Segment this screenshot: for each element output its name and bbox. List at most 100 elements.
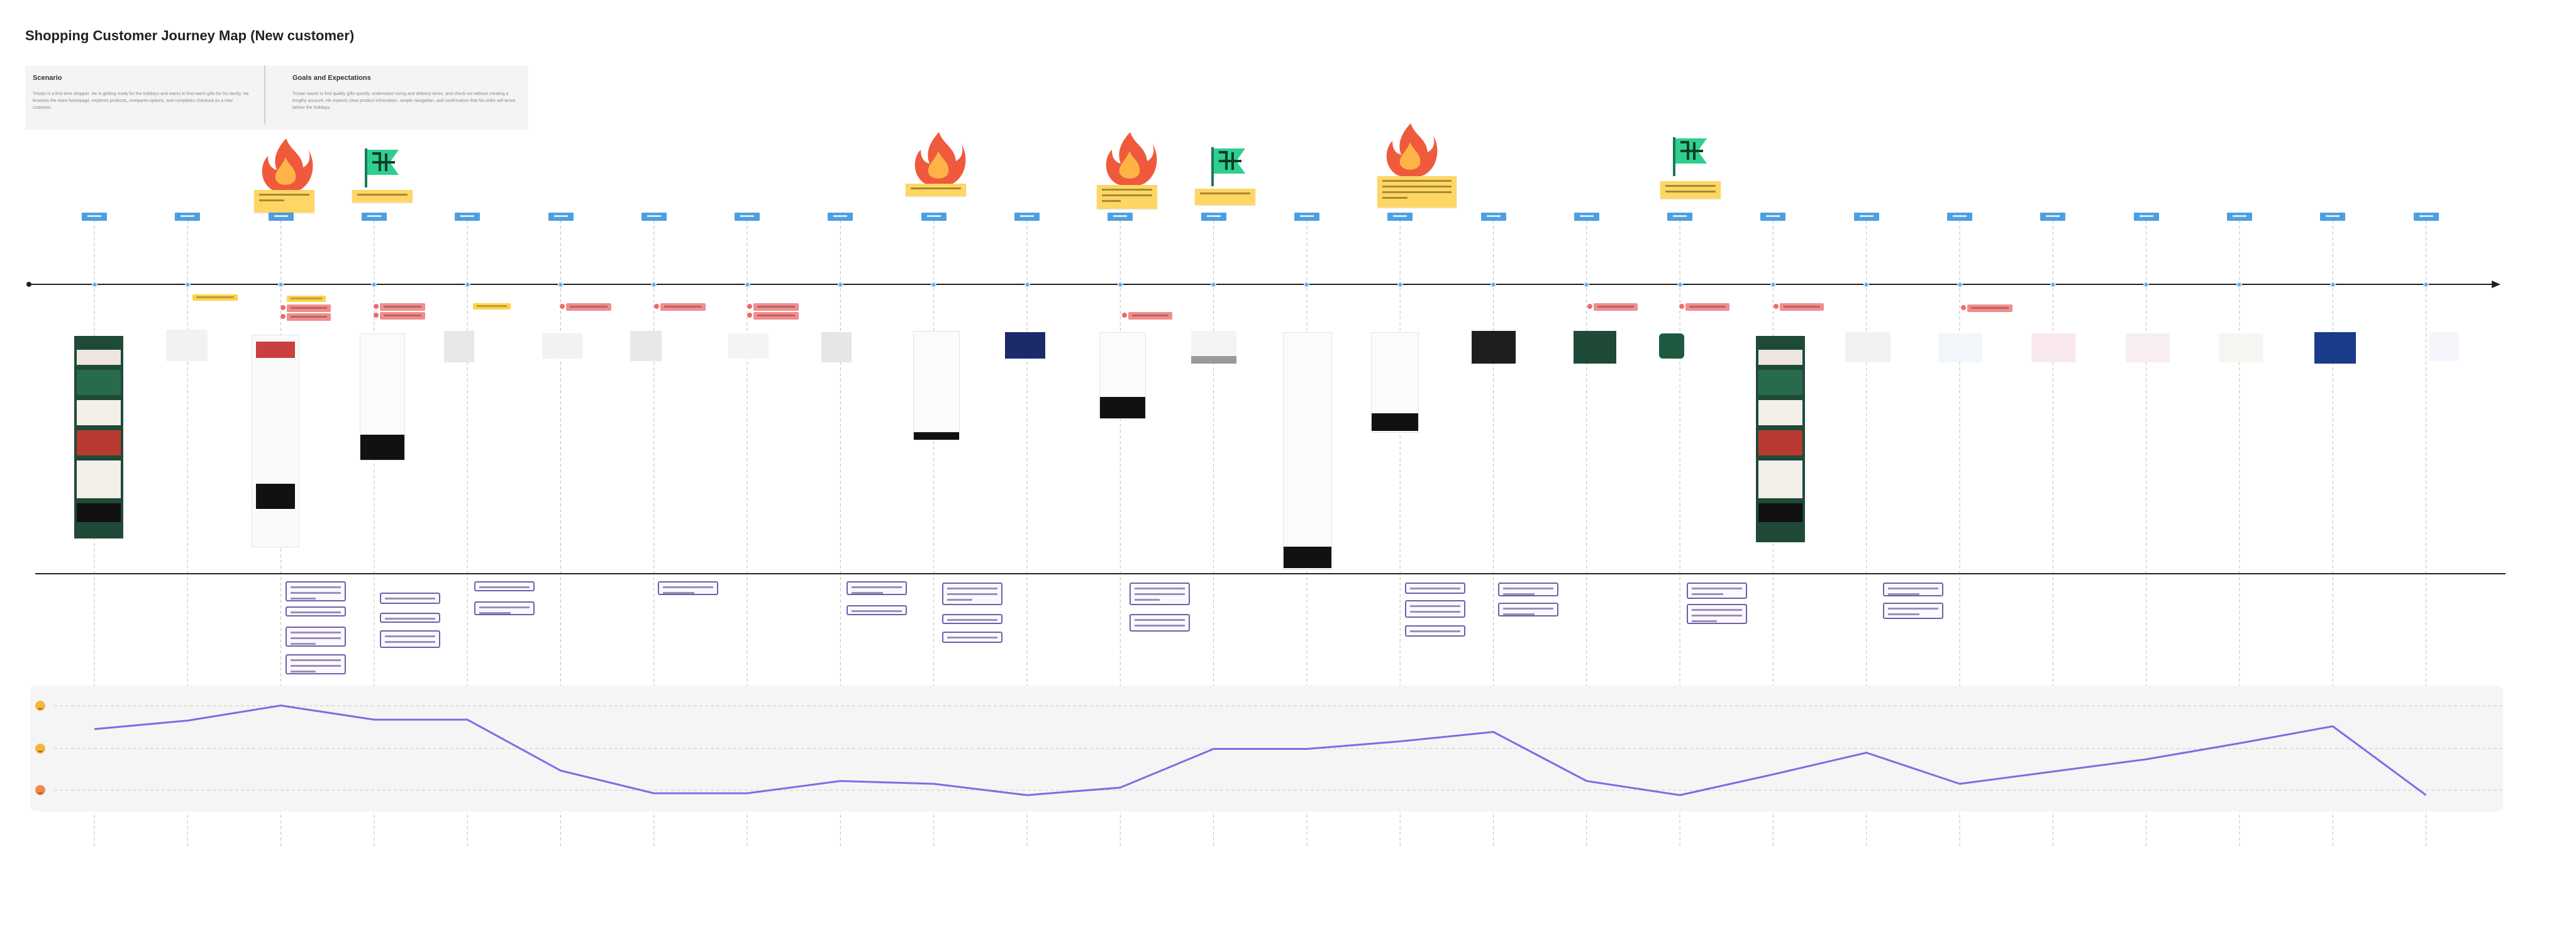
stage-chip[interactable] bbox=[735, 213, 760, 221]
timeline-pin[interactable] bbox=[651, 281, 657, 287]
timeline-pin[interactable] bbox=[1491, 281, 1496, 287]
insight-card bbox=[1687, 583, 1747, 599]
stage-chip[interactable] bbox=[921, 213, 947, 221]
timeline-pin[interactable] bbox=[1677, 281, 1683, 287]
insight-card bbox=[380, 630, 440, 648]
stage-chip[interactable] bbox=[2320, 213, 2346, 221]
timeline-pin[interactable] bbox=[558, 281, 564, 287]
pain-tag bbox=[1594, 303, 1638, 311]
pain-tag bbox=[1967, 304, 2012, 312]
stage-chip[interactable] bbox=[1667, 213, 1693, 221]
insight-card bbox=[942, 632, 1002, 643]
screenshot-app bbox=[2314, 332, 2356, 364]
timeline-pin[interactable] bbox=[2236, 281, 2243, 287]
pain-dot bbox=[560, 304, 565, 309]
timeline-pin[interactable] bbox=[2143, 281, 2150, 287]
timeline-pin[interactable] bbox=[2423, 281, 2429, 287]
insight-card bbox=[1687, 604, 1747, 624]
pain-dot bbox=[374, 313, 379, 318]
stage-chip[interactable] bbox=[2040, 213, 2066, 221]
screenshot-review-request bbox=[2126, 333, 2170, 362]
pain-tag bbox=[287, 313, 331, 321]
timeline-pin[interactable] bbox=[1117, 281, 1123, 287]
timeline-pin[interactable] bbox=[1211, 281, 1217, 287]
goals-text: Tristan wants to find quality gifts quic… bbox=[292, 92, 516, 110]
timeline-pin[interactable] bbox=[2329, 281, 2336, 287]
goals-column: Goals and Expectations Tristan wants to … bbox=[292, 65, 519, 130]
stage-chip[interactable] bbox=[175, 213, 201, 221]
pain-dot bbox=[654, 304, 659, 309]
stage-chip[interactable] bbox=[1480, 213, 1506, 221]
pain-icon-2 bbox=[914, 132, 966, 186]
stage-chip[interactable] bbox=[1760, 213, 1786, 221]
stage-chip[interactable] bbox=[1014, 213, 1040, 221]
stage-chip[interactable] bbox=[1574, 213, 1599, 221]
insight-card bbox=[286, 606, 346, 616]
screenshot-confirmation bbox=[1659, 333, 1684, 359]
scenario-heading: Scenario bbox=[33, 74, 62, 82]
stage-chip[interactable] bbox=[1853, 213, 1879, 221]
stage-chip[interactable] bbox=[828, 213, 853, 221]
insight-card bbox=[286, 654, 346, 674]
goals-heading: Goals and Expectations bbox=[292, 74, 371, 82]
stage-chip[interactable] bbox=[548, 213, 574, 221]
timeline-pin[interactable] bbox=[1304, 281, 1310, 287]
timeline-pin[interactable] bbox=[2050, 281, 2056, 287]
stage-chip[interactable] bbox=[1201, 213, 1226, 221]
info-panel: Scenario Tristan is a first-time shopper… bbox=[25, 65, 528, 130]
timeline-pin[interactable] bbox=[744, 281, 750, 287]
pain-dot bbox=[747, 313, 752, 318]
stage-chip[interactable] bbox=[2226, 213, 2252, 221]
insight-card bbox=[1883, 603, 1943, 619]
stage-chip[interactable] bbox=[1387, 213, 1413, 221]
sticky-note bbox=[1195, 189, 1255, 205]
insight-card bbox=[1405, 600, 1465, 618]
sticky-note bbox=[254, 190, 314, 213]
timeline-pin[interactable] bbox=[371, 281, 377, 287]
stage-chip[interactable] bbox=[1108, 213, 1133, 221]
screenshot-size-guide bbox=[444, 331, 474, 362]
pain-tag bbox=[1128, 312, 1172, 320]
pain-icon-4 bbox=[1386, 123, 1438, 177]
timeline-pin[interactable] bbox=[278, 281, 284, 287]
stage-chip[interactable] bbox=[641, 213, 667, 221]
screenshot-wishlist bbox=[913, 331, 960, 440]
timeline-pin[interactable] bbox=[1397, 281, 1403, 287]
timeline-pin[interactable] bbox=[184, 281, 191, 287]
pain-tag bbox=[287, 304, 331, 312]
pain-dot bbox=[374, 304, 379, 309]
stage-chip[interactable] bbox=[82, 213, 107, 221]
timeline-pin[interactable] bbox=[1584, 281, 1590, 287]
screenshot-loyalty bbox=[2219, 333, 2263, 362]
pain-tag bbox=[753, 312, 799, 320]
screenshot-survey bbox=[2429, 332, 2459, 361]
insight-card bbox=[658, 581, 718, 595]
stage-chip[interactable] bbox=[455, 213, 480, 221]
insight-card bbox=[1883, 583, 1943, 596]
insight-card bbox=[942, 614, 1002, 624]
screenshot-product-detail bbox=[252, 335, 299, 547]
timeline-pin[interactable] bbox=[1770, 281, 1776, 287]
stage-chip[interactable] bbox=[1294, 213, 1319, 221]
timeline-arrow bbox=[2492, 281, 2501, 288]
stage-chip[interactable] bbox=[268, 213, 294, 221]
timeline-pin[interactable] bbox=[1957, 281, 1963, 287]
stage-chip[interactable] bbox=[1947, 213, 1972, 221]
pain-tag bbox=[380, 312, 425, 320]
timeline-pin[interactable] bbox=[91, 281, 97, 287]
stage-chip[interactable] bbox=[2413, 213, 2439, 221]
timeline-pin[interactable] bbox=[837, 281, 843, 287]
page-title: Shopping Customer Journey Map (New custo… bbox=[25, 28, 355, 43]
timeline-pin[interactable] bbox=[931, 281, 937, 287]
timeline-pin[interactable] bbox=[1863, 281, 1870, 287]
screenshot-payment bbox=[1574, 331, 1616, 364]
emotion-curve bbox=[94, 705, 2427, 796]
insight-card bbox=[380, 593, 440, 604]
emotion-sad-icon bbox=[35, 785, 45, 795]
timeline-pin[interactable] bbox=[464, 281, 470, 287]
insight-card bbox=[474, 581, 535, 591]
stage-chip[interactable] bbox=[2133, 213, 2159, 221]
timeline-pin[interactable] bbox=[1024, 281, 1030, 287]
stage-chip[interactable] bbox=[361, 213, 387, 221]
